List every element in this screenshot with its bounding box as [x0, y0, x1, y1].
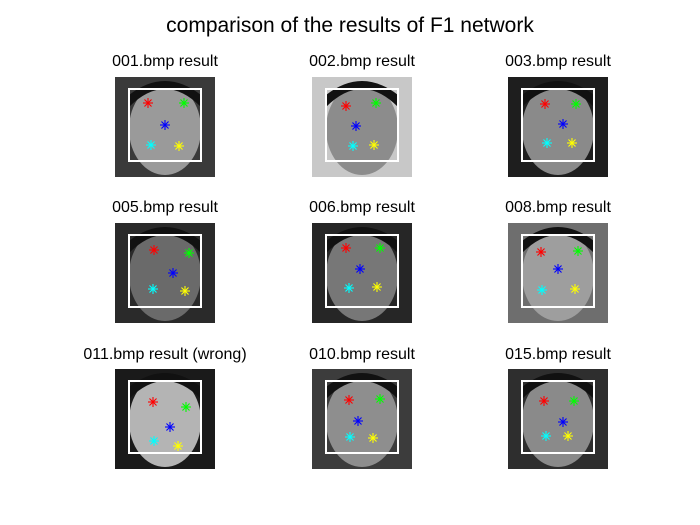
face-image: [312, 223, 412, 323]
right-eye-marker: [569, 396, 579, 406]
panel-title: 011.bmp result (wrong): [83, 346, 247, 363]
panel-title: 003.bmp result: [505, 53, 611, 70]
nose-marker: [558, 119, 568, 129]
panel-title: 008.bmp result: [505, 199, 611, 216]
panel-title: 015.bmp result: [505, 346, 611, 363]
face-bounding-box: [325, 380, 399, 454]
nose-marker: [165, 422, 175, 432]
hair-shape: [522, 81, 594, 107]
nose-marker: [553, 264, 563, 274]
right-eye-marker: [571, 99, 581, 109]
face-bounding-box: [128, 234, 202, 308]
right-eye-marker: [179, 98, 189, 108]
face-shape: [129, 375, 201, 467]
mouth-left-marker: [149, 436, 159, 446]
mouth-right-marker: [570, 284, 580, 294]
mouth-right-marker: [174, 141, 184, 151]
mouth-right-marker: [563, 431, 573, 441]
face-image: [508, 77, 608, 177]
mouth-right-marker: [567, 138, 577, 148]
mouth-left-marker: [348, 141, 358, 151]
nose-marker: [168, 268, 178, 278]
face-image: [115, 77, 215, 177]
mouth-left-marker: [542, 138, 552, 148]
panel-title: 006.bmp result: [309, 199, 415, 216]
hair-shape: [129, 81, 201, 107]
panel-title: 005.bmp result: [112, 199, 218, 216]
right-eye-marker: [181, 402, 191, 412]
nose-marker: [558, 417, 568, 427]
face-image: [508, 369, 608, 469]
right-eye-marker: [184, 248, 194, 258]
hair-shape: [326, 81, 398, 107]
nose-marker: [351, 121, 361, 131]
mouth-left-marker: [344, 283, 354, 293]
left-eye-marker: [536, 247, 546, 257]
face-shape: [522, 375, 594, 467]
face-image: [115, 223, 215, 323]
left-eye-marker: [149, 245, 159, 255]
left-eye-marker: [341, 101, 351, 111]
face-bounding-box: [521, 234, 595, 308]
face-bounding-box: [325, 88, 399, 162]
mouth-right-marker: [369, 140, 379, 150]
mouth-right-marker: [368, 433, 378, 443]
nose-marker: [355, 264, 365, 274]
right-eye-marker: [375, 394, 385, 404]
face-image: [508, 223, 608, 323]
mouth-left-marker: [541, 431, 551, 441]
face-bounding-box: [128, 380, 202, 454]
panel-title: 001.bmp result: [112, 53, 218, 70]
face-image: [312, 77, 412, 177]
panel-title: 002.bmp result: [309, 53, 415, 70]
left-eye-marker: [143, 98, 153, 108]
hair-shape: [522, 227, 594, 253]
panel-title: 010.bmp result: [309, 346, 415, 363]
mouth-left-marker: [537, 285, 547, 295]
left-eye-marker: [344, 395, 354, 405]
hair-shape: [326, 227, 398, 253]
face-image: [312, 369, 412, 469]
face-bounding-box: [521, 88, 595, 162]
right-eye-marker: [573, 246, 583, 256]
left-eye-marker: [341, 243, 351, 253]
hair-shape: [129, 227, 201, 253]
mouth-right-marker: [372, 282, 382, 292]
mouth-left-marker: [345, 432, 355, 442]
left-eye-marker: [540, 99, 550, 109]
mouth-right-marker: [180, 286, 190, 296]
nose-marker: [160, 120, 170, 130]
mouth-left-marker: [148, 284, 158, 294]
mouth-left-marker: [146, 140, 156, 150]
hair-shape: [129, 373, 201, 399]
figure-title: comparison of the results of F1 network: [166, 14, 534, 37]
face-image: [115, 369, 215, 469]
left-eye-marker: [148, 397, 158, 407]
mouth-right-marker: [173, 441, 183, 451]
face-bounding-box: [128, 88, 202, 162]
nose-marker: [353, 416, 363, 426]
right-eye-marker: [371, 98, 381, 108]
right-eye-marker: [375, 243, 385, 253]
hair-shape: [522, 373, 594, 399]
face-shape: [129, 229, 201, 321]
face-bounding-box: [325, 234, 399, 308]
hair-shape: [326, 373, 398, 399]
left-eye-marker: [539, 396, 549, 406]
face-bounding-box: [521, 380, 595, 454]
